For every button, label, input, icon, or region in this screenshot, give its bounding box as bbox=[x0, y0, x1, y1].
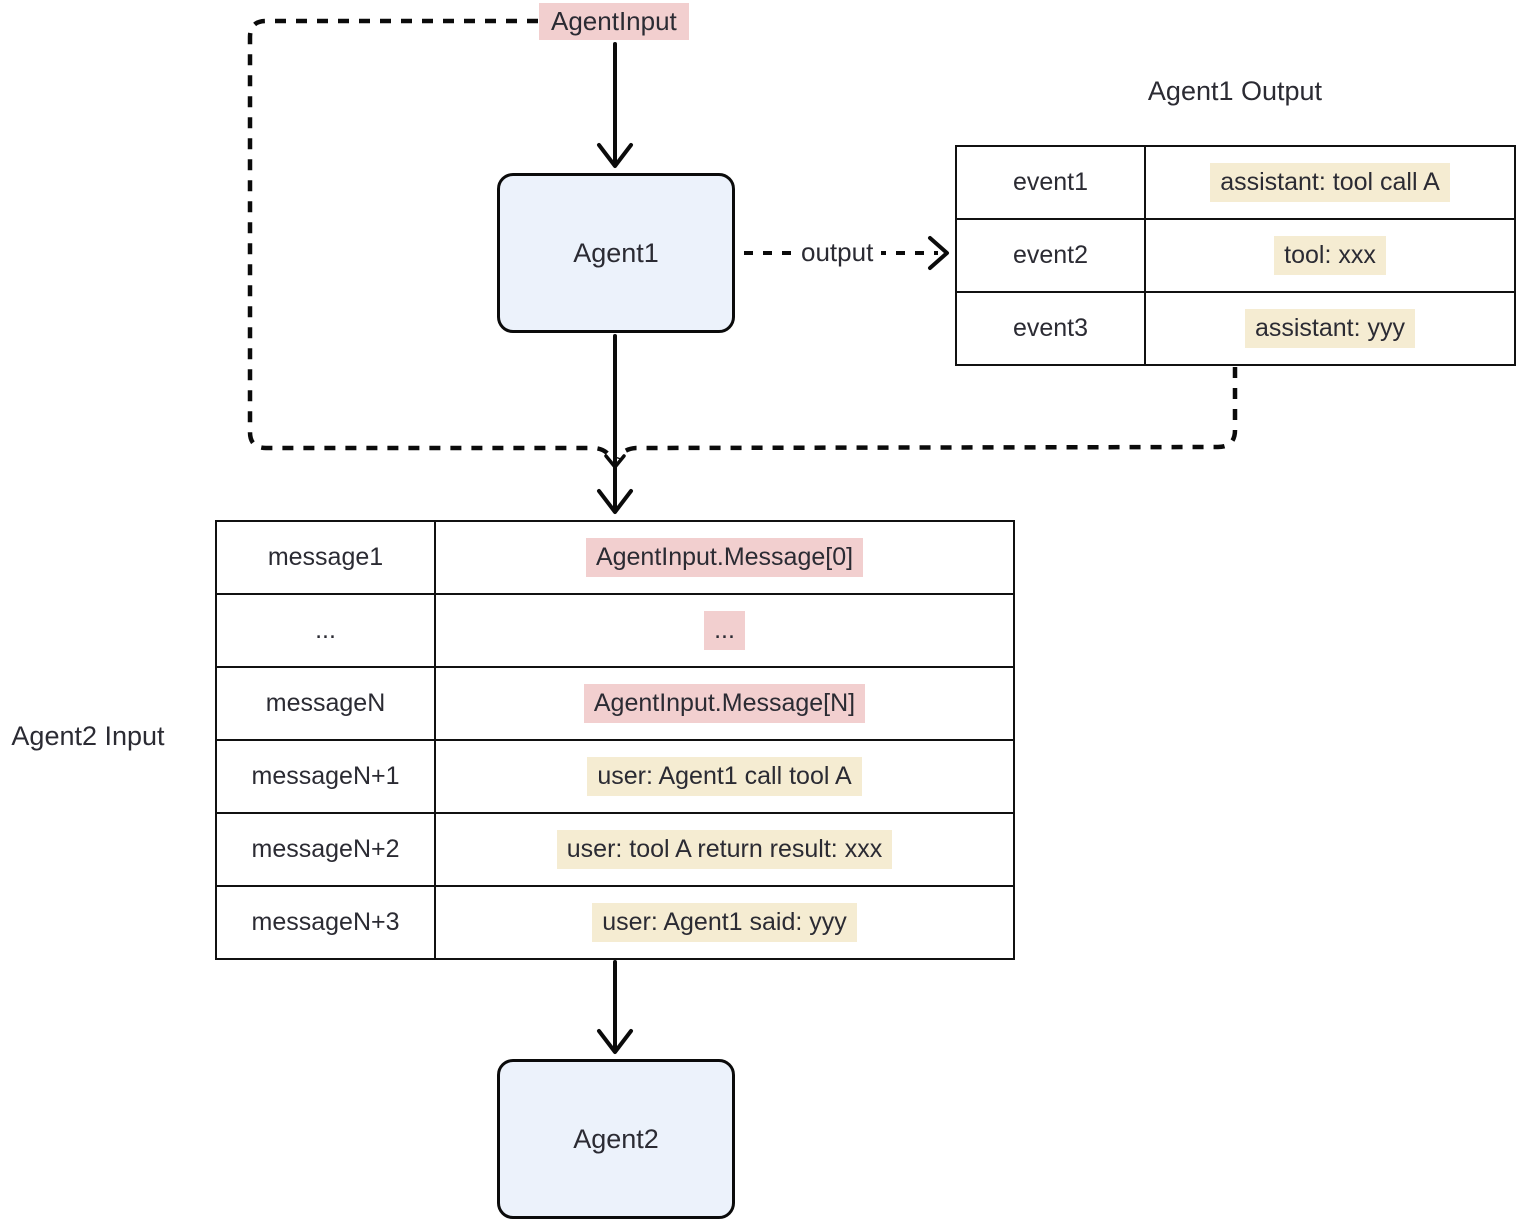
agent2-input-table: message1 AgentInput.Message[0] ... ... m… bbox=[215, 520, 1015, 960]
value-highlight: tool: xxx bbox=[1274, 235, 1386, 276]
row-value: user: Agent1 call tool A bbox=[434, 739, 1015, 814]
row-value: user: Agent1 said: yyy bbox=[434, 885, 1015, 960]
agent1-output-title: Agent1 Output bbox=[1147, 76, 1323, 106]
row-value: user: tool A return result: xxx bbox=[434, 812, 1015, 887]
value-highlight: ... bbox=[704, 610, 745, 651]
value-highlight: user: Agent1 call tool A bbox=[587, 756, 862, 797]
table-row: message1 AgentInput.Message[0] bbox=[215, 520, 1015, 595]
row-key: message1 bbox=[215, 520, 436, 595]
row-value: assistant: tool call A bbox=[1144, 145, 1516, 220]
table-row: messageN+3 user: Agent1 said: yyy bbox=[215, 885, 1015, 960]
row-key: ... bbox=[215, 593, 436, 668]
arrow-agent1-to-agent2-input bbox=[597, 334, 633, 514]
value-highlight: assistant: tool call A bbox=[1210, 162, 1450, 203]
row-value: AgentInput.Message[N] bbox=[434, 666, 1015, 741]
value-highlight: AgentInput.Message[N] bbox=[583, 683, 866, 724]
value-highlight: user: tool A return result: xxx bbox=[556, 829, 893, 870]
row-key: messageN bbox=[215, 666, 436, 741]
table-row: event3 assistant: yyy bbox=[955, 291, 1516, 366]
agent1-node: Agent1 bbox=[497, 173, 735, 333]
arrow-agentinput-to-agent1 bbox=[597, 42, 633, 168]
table-row: messageN+2 user: tool A return result: x… bbox=[215, 812, 1015, 887]
row-value: AgentInput.Message[0] bbox=[434, 520, 1015, 595]
table-row: messageN AgentInput.Message[N] bbox=[215, 666, 1015, 741]
row-key: event2 bbox=[955, 218, 1146, 293]
row-value: tool: xxx bbox=[1144, 218, 1516, 293]
dashed-merge-arrowhead bbox=[604, 454, 626, 469]
dashed-feedback-from-agentinput bbox=[247, 18, 614, 460]
dashed-feedback-from-agent1-output bbox=[616, 367, 1238, 460]
arrow-agent2-input-to-agent2 bbox=[597, 960, 633, 1054]
value-highlight: user: Agent1 said: yyy bbox=[592, 902, 857, 943]
agent2-node: Agent2 bbox=[497, 1059, 735, 1219]
agent1-node-label: Agent1 bbox=[573, 237, 659, 268]
row-key: messageN+3 bbox=[215, 885, 436, 960]
agent2-input-title: Agent2 Input bbox=[11, 721, 165, 751]
row-key: messageN+2 bbox=[215, 812, 436, 887]
value-highlight: AgentInput.Message[0] bbox=[585, 537, 864, 578]
row-value: assistant: yyy bbox=[1144, 291, 1516, 366]
output-edge-label: output bbox=[793, 237, 882, 268]
table-row: event2 tool: xxx bbox=[955, 218, 1516, 293]
table-row: event1 assistant: tool call A bbox=[955, 145, 1516, 220]
agent1-output-table: event1 assistant: tool call A event2 too… bbox=[955, 145, 1516, 366]
row-key: event1 bbox=[955, 145, 1146, 220]
agentinput-label: AgentInput bbox=[539, 3, 689, 40]
row-key: event3 bbox=[955, 291, 1146, 366]
value-highlight: assistant: yyy bbox=[1244, 308, 1416, 349]
table-row: messageN+1 user: Agent1 call tool A bbox=[215, 739, 1015, 814]
row-key: messageN+1 bbox=[215, 739, 436, 814]
table-row: ... ... bbox=[215, 593, 1015, 668]
agent2-node-label: Agent2 bbox=[573, 1123, 659, 1154]
row-value: ... bbox=[434, 593, 1015, 668]
